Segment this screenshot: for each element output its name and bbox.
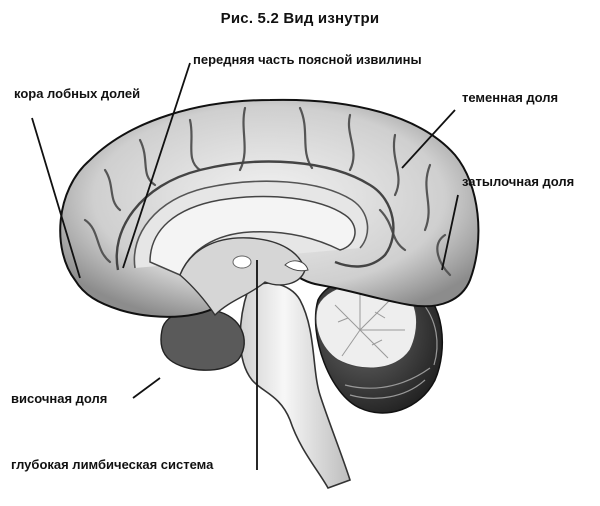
- leader-temporal-lobe: [132, 377, 161, 399]
- leader-parietal-lobe: [401, 109, 456, 169]
- figure-title: Рис. 5.2 Вид изнутри: [220, 10, 380, 27]
- label-deep-limbic-system: глубокая лимбическая система: [11, 457, 214, 472]
- label-occipital-lobe: затылочная доля: [462, 174, 575, 189]
- temporal-lobe-shape: [160, 308, 245, 371]
- label-temporal-lobe: височная доля: [11, 391, 108, 406]
- cerebral-cortex: [59, 98, 480, 318]
- label-parietal-lobe: теменная доля: [462, 90, 559, 105]
- leader-frontal-cortex: [31, 117, 81, 279]
- leader-lines: [31, 62, 459, 470]
- leader-anterior-cingulate: [122, 62, 191, 269]
- label-frontal-cortex: кора лобных долей: [14, 86, 141, 101]
- leader-occipital-lobe: [441, 194, 459, 271]
- label-anterior-cingulate: передняя часть поясной извилины: [193, 52, 422, 67]
- brainstem: [239, 282, 351, 489]
